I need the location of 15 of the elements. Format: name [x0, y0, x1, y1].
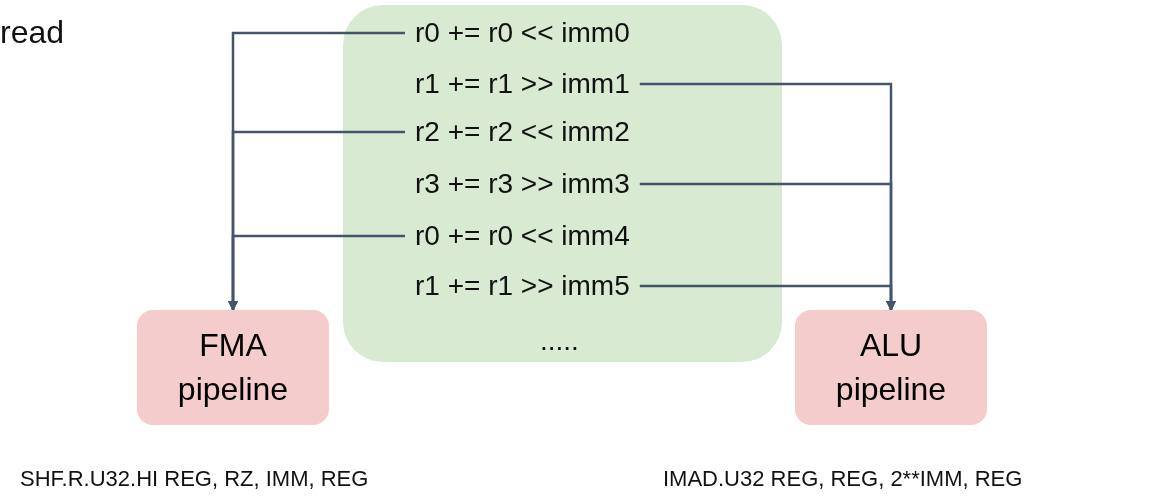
- instruction-text: .....: [540, 325, 579, 357]
- arrow: [228, 234, 405, 311]
- note-text: read: [0, 14, 65, 51]
- instruction-text: r0 += r0 << imm4: [415, 220, 630, 252]
- instruction-text: r3 += r3 >> imm3: [415, 168, 630, 200]
- instruction-text: r2 += r2 << imm2: [415, 116, 630, 148]
- note-text: SHF.R.U32.HI REG, RZ, IMM, REG: [20, 466, 369, 492]
- arrow: [639, 284, 896, 311]
- instruction-text: r0 += r0 << imm0: [415, 17, 630, 49]
- instruction-text: r1 += r1 >> imm5: [415, 270, 630, 302]
- instruction-panel: [343, 5, 782, 362]
- instruction-text: r1 += r1 >> imm1: [415, 68, 630, 100]
- pipeline-box: FMA pipeline: [137, 310, 329, 425]
- note-text: IMAD.U32 REG, REG, 2**IMM, REG: [663, 466, 1023, 492]
- pipeline-box: ALU pipeline: [795, 310, 987, 425]
